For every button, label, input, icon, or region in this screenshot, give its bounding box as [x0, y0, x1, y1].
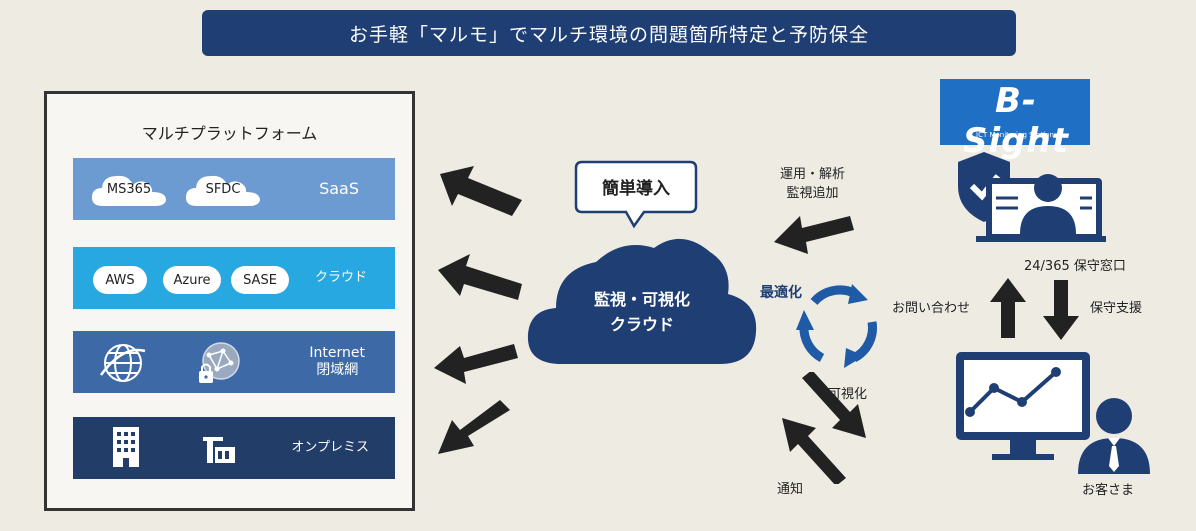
support-arrows [990, 278, 1079, 340]
notify-label: 通知 [777, 482, 804, 497]
building-icon [113, 427, 139, 467]
factory-icon [203, 437, 235, 463]
cloud-label: クラウド [314, 270, 367, 286]
easy-intro-bubble: 簡単導入 [574, 160, 698, 234]
closed-network-label: 閉域網 [316, 362, 359, 378]
sase-pill: SASE [231, 266, 289, 294]
ms365-cloud: MS365 [89, 170, 169, 210]
multi-platform-panel: マルチプラットフォーム MS365 SFDC SaaS AWS Azure SA… [44, 91, 415, 511]
cloud-subtitle: クラウド [609, 314, 674, 334]
ops-arrow-icon [774, 216, 854, 254]
arrow-left-icon [438, 400, 510, 454]
cloud-icon [527, 238, 757, 364]
saas-label: SaaS [319, 179, 359, 199]
cycle-icon [796, 284, 877, 368]
optimize-label: 最適化 [760, 285, 802, 301]
monitoring-arrows [434, 166, 522, 454]
onprem-band: オンプレミス [73, 417, 395, 479]
inquiry-label: お問い合わせ [892, 301, 971, 316]
globe-icon [99, 344, 146, 382]
speech-bubble-icon [574, 160, 698, 229]
sfdc-label: SFDC [205, 182, 241, 197]
sfdc-cloud: SFDC [183, 170, 263, 210]
ms365-cloud-icon [91, 175, 166, 206]
logo-subtext: ICT Monitoring Station [976, 131, 1054, 139]
onprem-label: オンプレミス [291, 440, 369, 456]
private-network-icon [199, 342, 240, 383]
support-window-label: 24/365 保守窓口 [1024, 259, 1126, 274]
cloud-band: AWS Azure SASE クラウド [73, 247, 395, 309]
network-label: Internet 閉域網 [309, 331, 365, 393]
bidirectional-arrows-icon [782, 372, 866, 484]
banner-title: お手軽「マルモ」でマルチ環境の問題箇所特定と予防保全 [202, 10, 1016, 56]
arrow-left-icon [434, 344, 518, 384]
ms365-label: MS365 [106, 182, 152, 197]
maintenance-support-label: 保守支援 [1090, 301, 1143, 316]
b-sight-logo: B-Sight ICT Monitoring Station [940, 79, 1090, 161]
platform-title: マルチプラットフォーム [141, 124, 318, 143]
azure-pill: Azure [163, 266, 221, 294]
visualize-label: 可視化 [828, 387, 868, 402]
aws-pill: AWS [93, 266, 147, 294]
network-band: Internet 閉域網 [73, 331, 395, 393]
saas-band: MS365 SFDC SaaS [73, 158, 395, 220]
arrow-left-icon [438, 254, 522, 300]
easy-intro-label: 簡単導入 [602, 179, 670, 199]
arrow-up-icon [990, 278, 1026, 338]
ops-analysis-label: 運用・解析 [780, 167, 846, 182]
internet-label: Internet [309, 345, 365, 362]
arrow-left-icon [440, 166, 522, 216]
customer-monitor-icon [956, 352, 1150, 474]
operator-icon [958, 152, 1106, 242]
sfdc-cloud-icon [185, 175, 260, 206]
monitor-add-label: 監視追加 [786, 185, 839, 201]
arrow-down-icon [1043, 280, 1079, 340]
cloud-title: 監視・可視化 [593, 290, 690, 309]
monitoring-cloud: 監視・可視化 クラウド [522, 230, 762, 374]
customer-label: お客さま [1082, 483, 1135, 498]
